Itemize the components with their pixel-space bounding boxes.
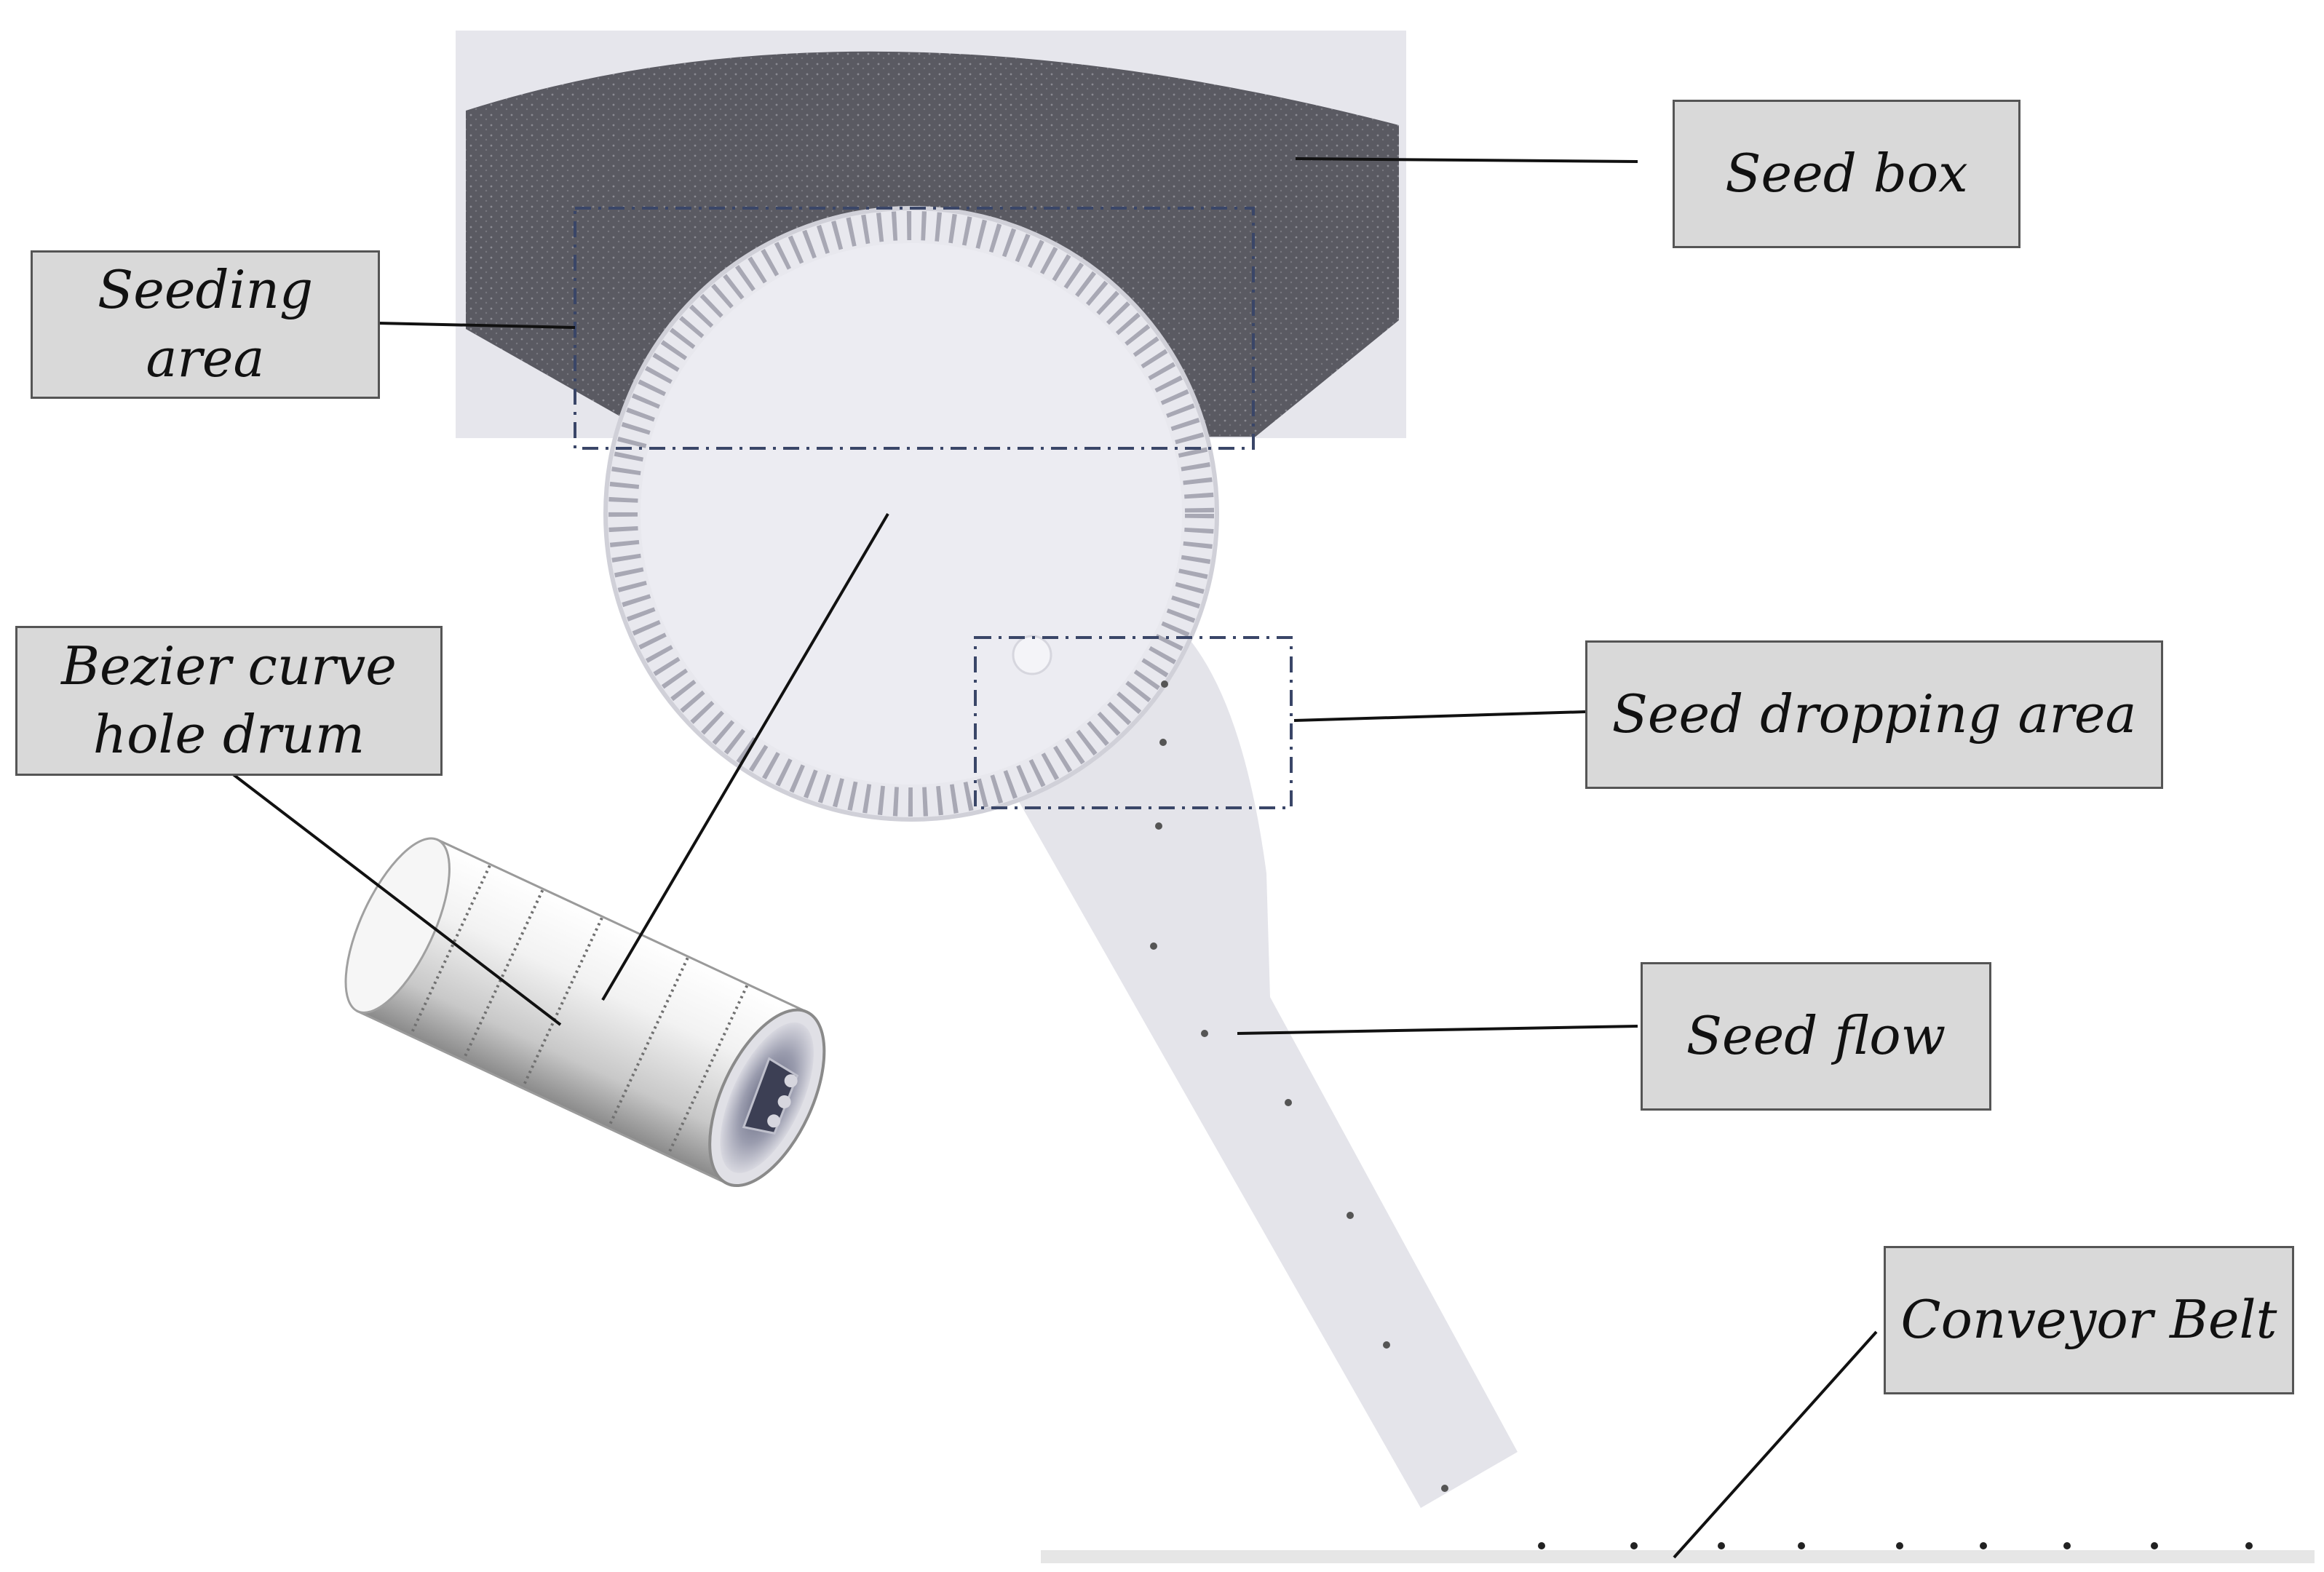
label-seed-dropping-area-text: Seed dropping area	[1611, 683, 2137, 745]
label-seed-dropping-area: Seed dropping area	[1585, 640, 2163, 789]
seed-chute	[994, 593, 1518, 1508]
seed-mass	[466, 51, 1399, 437]
belt-seed-dots	[1538, 1542, 2253, 1549]
seeding-area-box	[574, 207, 1255, 450]
label-seeding-area: Seeding area	[31, 250, 380, 399]
seed-dropping-area-box	[974, 636, 1293, 809]
cylinder-drum-icon	[344, 837, 826, 1188]
conveyor-belt	[1041, 1550, 2315, 1563]
label-seed-box: Seed box	[1673, 100, 2020, 248]
label-seed-box-text: Seed box	[1725, 143, 1968, 205]
label-conveyor-belt: Conveyor Belt	[1884, 1246, 2294, 1394]
seed-dots	[1150, 680, 1448, 1492]
label-drum-line2: hole drum	[92, 704, 365, 765]
label-seed-flow-text: Seed flow	[1686, 1005, 1946, 1067]
leader-lines	[228, 157, 1878, 1559]
label-conveyor-belt-text: Conveyor Belt	[1900, 1289, 2277, 1351]
label-drum-line1: Bezier curve	[61, 635, 397, 697]
label-seed-flow: Seed flow	[1641, 962, 1991, 1111]
label-drum: Bezier curve hole drum	[15, 626, 443, 776]
label-seeding-area-text: Seeding area	[97, 259, 314, 389]
drum-disc	[603, 206, 1219, 822]
